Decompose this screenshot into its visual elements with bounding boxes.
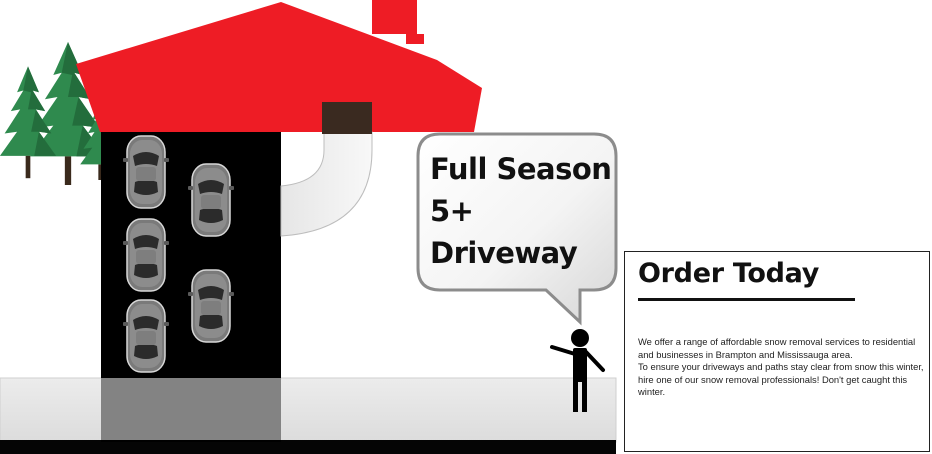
order-title: Order Today xyxy=(638,258,820,289)
downspout-pipe xyxy=(280,102,373,237)
car-icon xyxy=(122,218,170,292)
bubble-line-count: 5+ xyxy=(430,194,474,228)
speech-bubble-text: Full Season 5+ Driveway xyxy=(430,148,620,274)
order-card: Order Today We offer a range of affordab… xyxy=(624,251,930,452)
ground-shadow-line xyxy=(0,440,616,454)
bubble-line-driveway: Driveway xyxy=(430,236,578,270)
person-pointing-icon xyxy=(550,329,605,412)
driveway-overlay xyxy=(101,378,281,440)
car-icon xyxy=(187,163,235,237)
car-icon xyxy=(122,135,170,209)
car-icon xyxy=(187,269,235,343)
order-description: We offer a range of affordable snow remo… xyxy=(638,336,930,399)
ground-strip xyxy=(0,377,617,443)
car-icon xyxy=(122,299,170,373)
bubble-line-season: Full Season xyxy=(430,152,612,186)
order-title-underline xyxy=(638,298,855,301)
order-paragraph-hire: To ensure your driveways and paths stay … xyxy=(638,361,924,398)
order-paragraph-services: We offer a range of affordable snow remo… xyxy=(638,336,916,360)
house-roof xyxy=(76,0,482,132)
speech-bubble-icon xyxy=(416,132,618,326)
